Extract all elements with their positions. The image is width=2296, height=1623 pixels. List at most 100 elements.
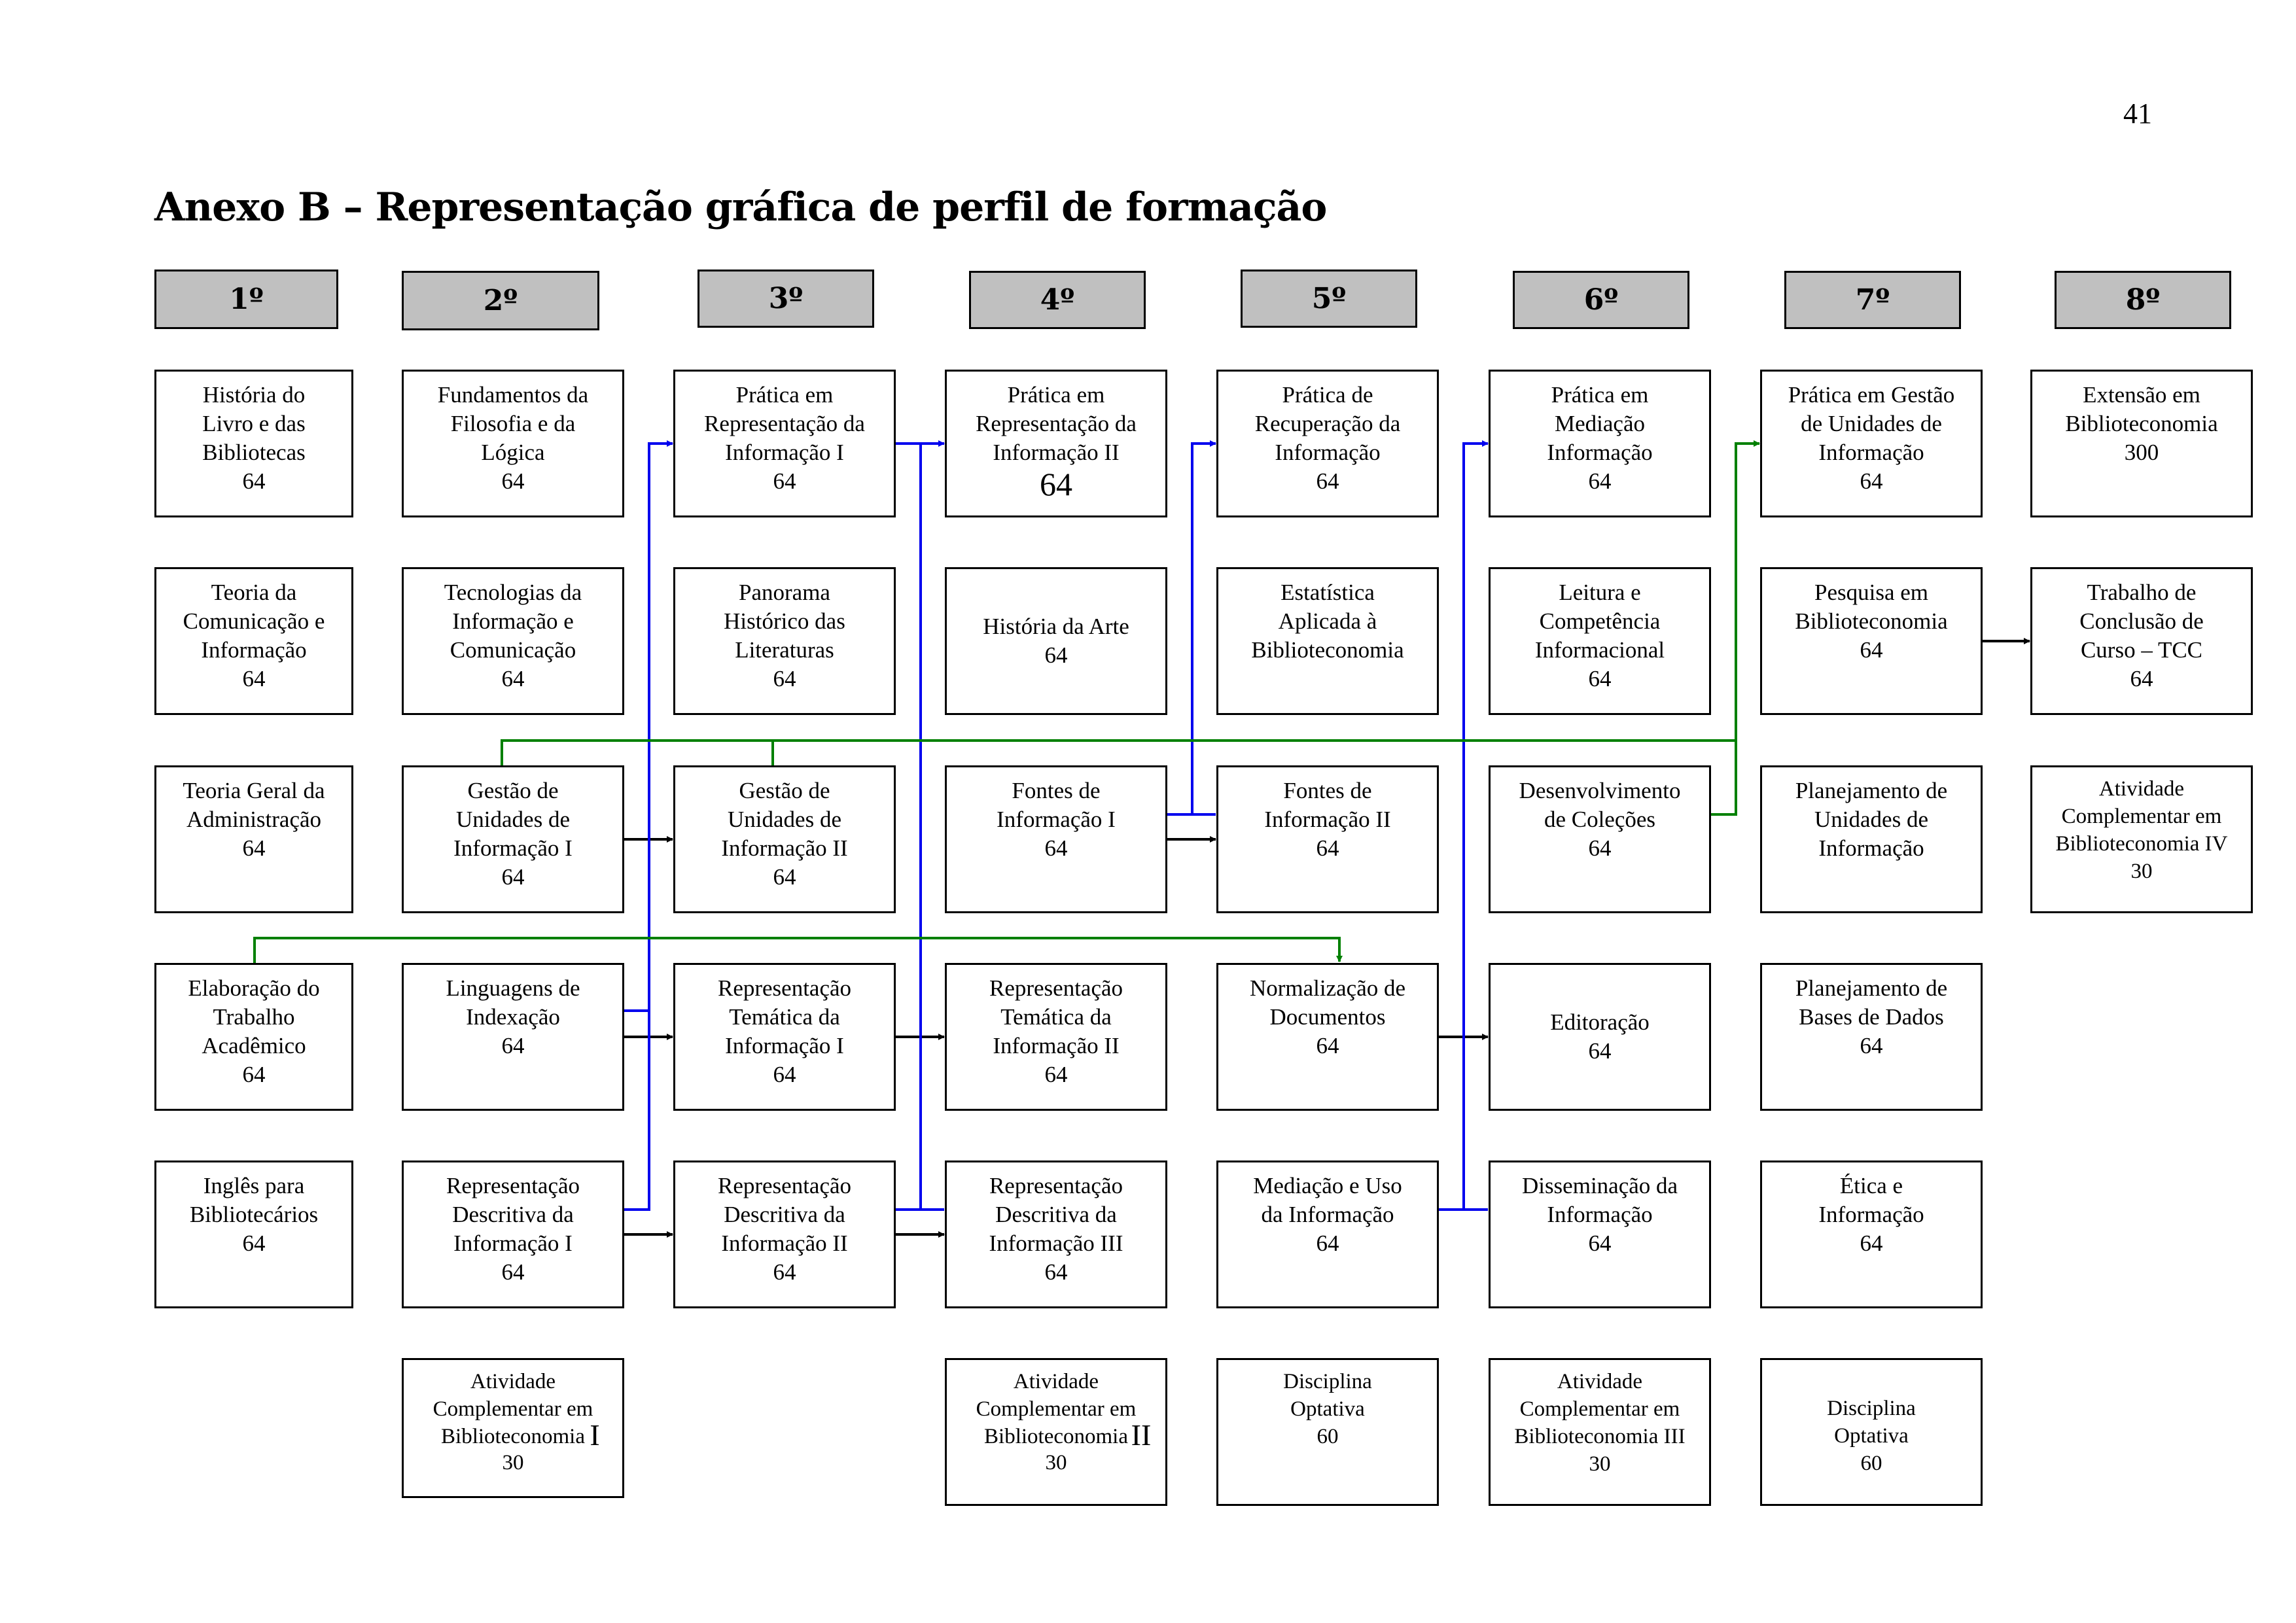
- course-hours: 64: [242, 1230, 266, 1256]
- course-title: Panorama Histórico das Literaturas: [724, 580, 845, 663]
- course-hours: 64: [773, 864, 796, 890]
- course-estatistica-aplicada: Estatística Aplicada à Biblioteconomia: [1216, 567, 1439, 715]
- semester-7-header: 7º: [1784, 271, 1961, 329]
- course-title: História do Livro e das Bibliotecas: [202, 382, 306, 465]
- course-hours: 64: [1860, 1033, 1883, 1058]
- course-pratica-representacao-1: Prática em Representação da Informação I…: [673, 370, 896, 517]
- semester-label: 7º: [1855, 283, 1890, 317]
- course-title: Editoração: [1550, 1009, 1650, 1035]
- course-title: Representação Descritiva da Informação I…: [989, 1173, 1123, 1256]
- course-desenvolvimento-colecoes: Desenvolvimento de Coleções 64: [1489, 765, 1711, 913]
- link-to-pratica-mediacao: [1462, 440, 1489, 1211]
- course-hours: 64: [1044, 835, 1068, 861]
- semester-4-header: 4º: [969, 271, 1146, 329]
- course-title: Representação Temática da Informação I: [717, 975, 852, 1058]
- course-title: Desenvolvimento de Coleções: [1519, 778, 1681, 832]
- course-mediacao-uso: Mediação e Uso da Informação 64: [1216, 1161, 1439, 1308]
- course-hours: 64: [1316, 1230, 1339, 1256]
- semester-label: 3º: [768, 282, 804, 315]
- course-title: Trabalho de Conclusão de Curso – TCC: [2079, 580, 2204, 663]
- semester-2-header: 2º: [402, 271, 599, 330]
- course-title: Representação Temática da Informação II: [989, 975, 1123, 1058]
- course-title: Teoria Geral da Administração: [183, 778, 325, 832]
- course-representacao-descritiva-1: Representação Descritiva da Informação I…: [402, 1161, 624, 1308]
- course-hours: 64: [1044, 642, 1068, 668]
- course-tecnologias-informacao: Tecnologias da Informação e Comunicação 6…: [402, 567, 624, 715]
- course-hours: 64: [773, 468, 796, 494]
- course-hours: 30: [1045, 1451, 1067, 1475]
- course-trabalho-conclusao: Trabalho de Conclusão de Curso – TCC 64: [2030, 567, 2253, 715]
- course-hours: 64: [1588, 666, 1612, 691]
- course-hours: 64: [501, 1033, 525, 1058]
- course-hours: 64: [1316, 835, 1339, 861]
- course-title: Ética e Informação: [1818, 1173, 1924, 1227]
- page-number: 41: [2123, 97, 2152, 130]
- course-hours: 64: [242, 835, 266, 861]
- course-title: Mediação e Uso da Informação: [1253, 1173, 1402, 1227]
- semester-label: 6º: [1583, 283, 1619, 317]
- link-to-pratica-recuperacao: [1167, 440, 1216, 816]
- course-title: Atividade Complementar em Biblioteconomi…: [976, 1370, 1137, 1448]
- course-representacao-descritiva-3: Representação Descritiva da Informação I…: [945, 1161, 1167, 1308]
- course-etica-informacao: Ética e Informação 64: [1760, 1161, 1983, 1308]
- course-title: Extensão em Biblioteconomia: [2065, 382, 2218, 436]
- course-fundamentos-filosofia: Fundamentos da Filosofia e da Lógica 64: [402, 370, 624, 517]
- course-hours: 30: [2130, 860, 2153, 883]
- link-descritiva2-up: [895, 444, 922, 1211]
- course-hours: 64: [242, 468, 266, 494]
- semester-5-header: 5º: [1241, 270, 1417, 328]
- course-hours: 64: [2130, 666, 2153, 691]
- course-title: Fontes de Informação I: [997, 778, 1116, 832]
- course-atividade-complementar-1: Atividade Complementar em Biblioteconomi…: [402, 1358, 624, 1498]
- course-atividade-complementar-2: Atividade Complementar em Biblioteconomi…: [945, 1358, 1167, 1506]
- course-title: Fundamentos da Filosofia e da Lógica: [437, 382, 589, 465]
- course-hours: 64: [1588, 1230, 1612, 1256]
- course-title: Leitura e Competência Informacional: [1534, 580, 1665, 663]
- course-atividade-complementar-3: Atividade Complementar em Biblioteconomi…: [1489, 1358, 1711, 1506]
- course-atividade-complementar-4: Atividade Complementar em Biblioteconomi…: [2030, 765, 2253, 913]
- course-hours: 64: [773, 1259, 796, 1285]
- course-hours: 64: [1044, 1259, 1068, 1285]
- semester-6-header: 6º: [1513, 271, 1689, 329]
- course-hours: 60: [1316, 1425, 1339, 1448]
- course-hours: 30: [502, 1451, 524, 1475]
- course-title: Estatística Aplicada à Biblioteconomia: [1251, 580, 1404, 663]
- course-hours: 300: [2124, 440, 2159, 465]
- course-hours: 64: [1860, 1230, 1883, 1256]
- course-title: Teoria da Comunicação e Informação: [183, 580, 325, 663]
- course-extensao-biblioteconomia: Extensão em Biblioteconomia 300: [2030, 370, 2253, 517]
- course-title: Disciplina Optativa: [1283, 1370, 1372, 1421]
- course-hours: 64: [1044, 1062, 1068, 1087]
- course-planejamento-unidades: Planejamento de Unidades de Informação: [1760, 765, 1983, 913]
- course-title: Inglês para Bibliotecários: [189, 1173, 319, 1227]
- course-title: Tecnologias da Informação e Comunicação: [444, 580, 582, 663]
- course-hours: 64: [1588, 835, 1612, 861]
- course-hours: 64: [1588, 468, 1612, 494]
- semester-8-header: 8º: [2055, 271, 2231, 329]
- semester-label: 1º: [229, 283, 264, 316]
- course-hours: 64: [1860, 637, 1883, 663]
- course-title: Planejamento de Bases de Dados: [1795, 975, 1948, 1030]
- course-hours: 64: [501, 666, 525, 691]
- page-title: Anexo B – Representação gráfica de perfi…: [154, 184, 1327, 230]
- course-hours: 64: [1316, 468, 1339, 494]
- course-teoria-administracao: Teoria Geral da Administração 64: [154, 765, 353, 913]
- course-hours: 64: [501, 468, 525, 494]
- course-representacao-tematica-2: Representação Temática da Informação II 6…: [945, 963, 1167, 1111]
- semester-label: 2º: [483, 284, 518, 317]
- course-planejamento-bases: Planejamento de Bases de Dados 64: [1760, 963, 1983, 1111]
- course-hours: 60: [1860, 1452, 1882, 1475]
- course-title: Disseminação da Informação: [1521, 1173, 1678, 1227]
- course-title: Planejamento de Unidades de Informação: [1795, 778, 1948, 861]
- semester-1-header: 1º: [154, 270, 338, 329]
- course-hours: 64: [1860, 468, 1883, 494]
